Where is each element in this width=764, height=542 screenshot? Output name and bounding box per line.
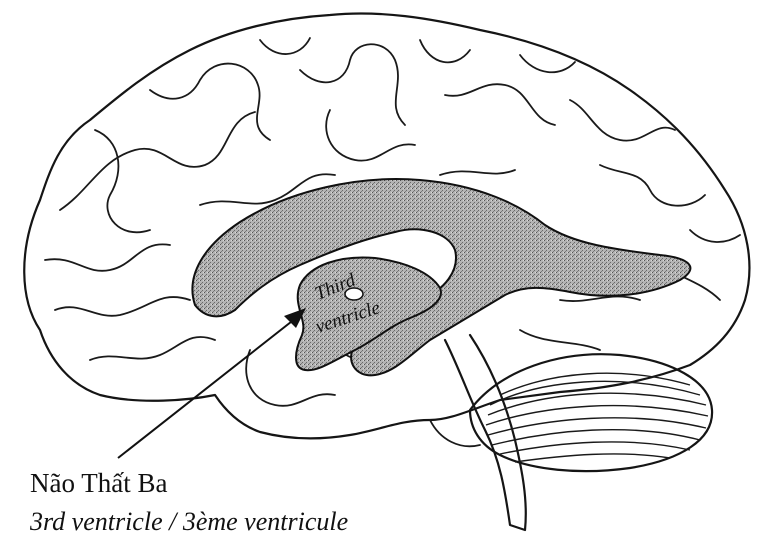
brainstem [445,335,526,530]
pointer-line [118,318,296,458]
lateral-ventricle [192,179,690,375]
caption-translations: 3rd ventricle / 3ème ventricule [29,507,348,536]
caption-vietnamese: Não Thất Ba [30,468,167,498]
